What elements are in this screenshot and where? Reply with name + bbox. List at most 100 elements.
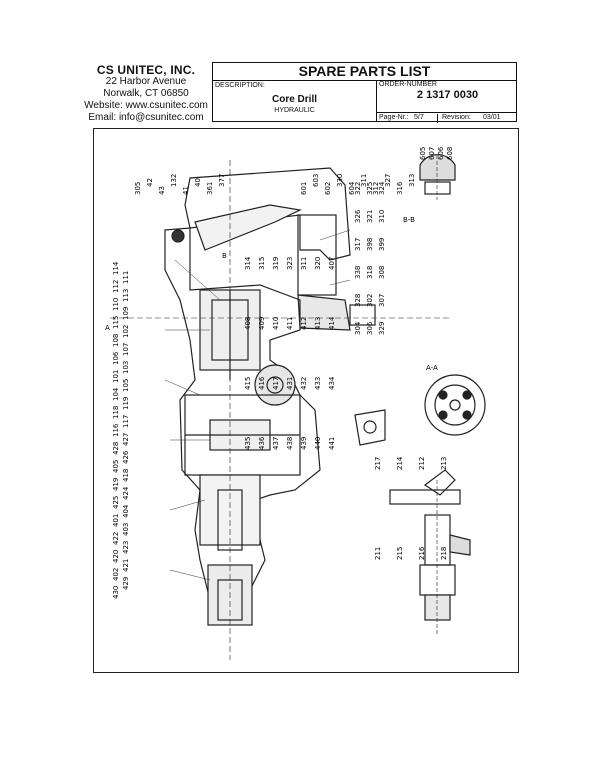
- part-number-label: 318: [366, 266, 374, 279]
- part-number-label: 111: [122, 271, 130, 284]
- part-number-label: 110: [112, 298, 120, 311]
- part-number-label: 330: [336, 174, 344, 187]
- part-number-label: 427: [122, 433, 130, 446]
- adjust-knob: [171, 229, 185, 243]
- part-number-label: 438: [286, 437, 294, 450]
- page-value: 5/7: [414, 114, 424, 121]
- section-aa-hole-3: [438, 410, 448, 420]
- part-number-label: 603: [312, 174, 320, 187]
- part-number-label: 43: [158, 186, 166, 195]
- part-number-label: 602: [324, 182, 332, 195]
- part-number-label: 429: [122, 577, 130, 590]
- part-number-label: 607: [428, 147, 436, 160]
- part-number-label: 101: [112, 370, 120, 383]
- part-number-label: 103: [122, 361, 130, 374]
- part-number-label: 42: [146, 178, 154, 187]
- company-address2: Norwalk, CT 06850: [103, 88, 189, 99]
- part-number-label: 430: [112, 586, 120, 599]
- part-number-label: 115: [112, 316, 120, 329]
- title-divider: [376, 80, 377, 122]
- part-number-label: 107: [122, 343, 130, 356]
- part-number-label: 412: [300, 317, 308, 330]
- part-number-label: 419: [112, 478, 120, 491]
- part-numbers-left: 1141111121131101091151021081071061031011…: [112, 261, 130, 599]
- part-number-label: 311: [300, 257, 308, 270]
- section-aa-hole-4: [462, 410, 472, 420]
- part-number-label: 319: [272, 257, 280, 270]
- part-number-label: 425: [112, 496, 120, 509]
- part-number-label: 322: [354, 182, 362, 195]
- part-number-label: 606: [437, 146, 445, 160]
- part-number-label: 424: [122, 486, 130, 500]
- part-number-label: 308: [378, 266, 386, 279]
- part-number-label: 116: [112, 423, 120, 437]
- part-number-label: 327: [384, 174, 392, 187]
- part-number-label: 314: [244, 256, 252, 270]
- part-number-label: 312: [372, 182, 380, 195]
- part-number-label: 416: [258, 376, 266, 390]
- part-number-label: 417: [272, 377, 280, 390]
- side-valve-port: [363, 420, 377, 434]
- section-aa-outer: [424, 374, 486, 436]
- part-number-label: 423: [122, 541, 130, 554]
- order-number-value: 2 1317 0030: [416, 89, 479, 101]
- detail-nut: [419, 564, 456, 596]
- part-number-label: 132: [170, 174, 178, 187]
- part-number-label: 114: [112, 261, 120, 275]
- leader-line: [169, 569, 211, 581]
- section-aa-inner: [434, 384, 476, 426]
- part-number-label: 437: [272, 437, 280, 450]
- part-number-label: 316: [396, 181, 404, 195]
- part-number-label: 434: [328, 376, 336, 390]
- part-number-label: 213: [440, 457, 448, 470]
- part-number-label: 109: [122, 307, 130, 320]
- detail-shaft: [389, 489, 461, 505]
- part-number-label: 315: [258, 257, 266, 270]
- part-number-label: 117: [122, 415, 130, 428]
- document-title: SPARE PARTS LIST: [213, 63, 516, 81]
- section-aa-hole-2: [462, 390, 472, 400]
- part-number-label: 214: [396, 456, 404, 470]
- section-bb-label: B-B: [403, 216, 415, 224]
- leader-line: [174, 259, 221, 301]
- company-email: Email: info@csunitec.com: [88, 112, 204, 123]
- gear-hub: [266, 376, 284, 394]
- part-number-label: 409: [258, 317, 266, 330]
- section-aa-center: [449, 399, 461, 411]
- part-number-label: 328: [354, 294, 362, 307]
- company-name: CS UNITEC, INC.: [96, 63, 196, 77]
- part-number-label: 401: [112, 514, 120, 527]
- side-fitting: [349, 304, 376, 326]
- leader-line: [164, 379, 201, 396]
- view-label-b: B: [222, 252, 227, 260]
- part-number-label: 404: [122, 504, 130, 518]
- part-number-label: 431: [286, 377, 294, 390]
- part-number-label: 403: [122, 523, 130, 536]
- title-block: SPARE PARTS LIST DESCRIPTION: Core Drill…: [212, 62, 517, 123]
- leader-lines: [164, 229, 351, 581]
- part-number-label: 119: [122, 397, 130, 410]
- part-number-label: 604: [348, 181, 356, 195]
- part-number-label: 418: [122, 469, 130, 482]
- leader-line: [169, 499, 206, 511]
- part-number-label: 215: [396, 547, 404, 560]
- leader-line: [319, 229, 351, 241]
- section-bb-base: [424, 181, 451, 195]
- part-number-label: 106: [112, 351, 120, 365]
- valve-block: [297, 214, 337, 296]
- part-number-label: 313: [408, 174, 416, 187]
- description-subtitle: HYDRAULIC: [274, 107, 315, 114]
- company-website: Website: www.csunitec.com: [84, 100, 208, 111]
- part-number-label: 435: [244, 437, 252, 450]
- part-number-label: 304: [354, 321, 362, 335]
- part-number-label: 326: [354, 209, 362, 223]
- part-number-label: 420: [112, 550, 120, 563]
- part-number-label: 432: [300, 377, 308, 390]
- part-number-label: 441: [328, 437, 336, 450]
- section-bb-body: [419, 154, 456, 181]
- part-number-label: 321: [366, 210, 374, 223]
